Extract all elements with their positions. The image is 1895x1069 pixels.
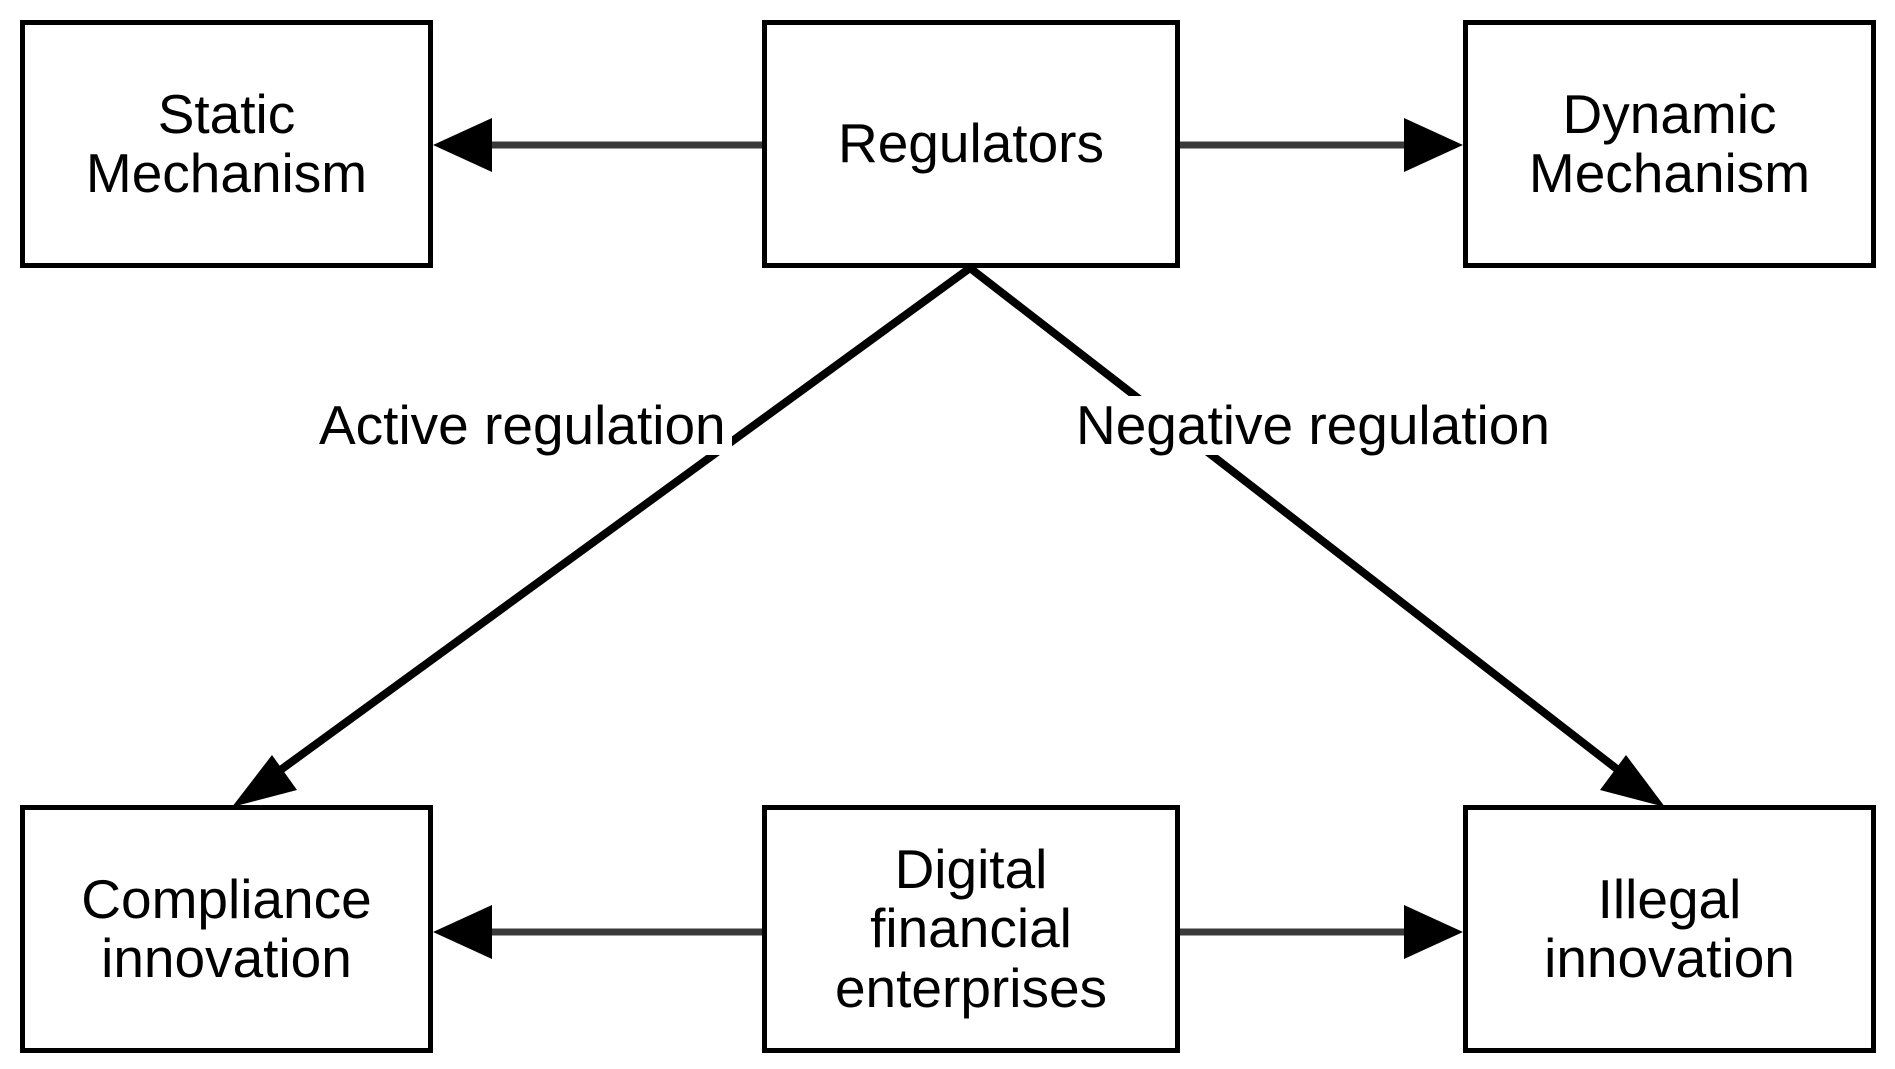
edge-regulators-to-illegal-innovation (967, 264, 1665, 807)
node-illegal-innovation[interactable]: Illegal innovation (1463, 805, 1876, 1053)
node-dynamic-mechanism-label: Dynamic Mechanism (1528, 82, 1811, 204)
node-compliance-innovation-label: Compliance innovation (81, 867, 372, 989)
edge-label-active-regulation: Active regulation (313, 396, 732, 455)
edge-enterprises-to-compliance-innovation (433, 905, 762, 959)
edge-label-negative-regulation: Negative regulation (1070, 396, 1556, 455)
node-static-mechanism[interactable]: Static Mechanism (20, 20, 433, 268)
node-static-mechanism-label: Static Mechanism (85, 82, 368, 204)
node-illegal-innovation-label: Illegal innovation (1544, 867, 1795, 989)
node-dynamic-mechanism[interactable]: Dynamic Mechanism (1463, 20, 1876, 268)
node-regulators-label: Regulators (838, 112, 1104, 175)
node-compliance-innovation[interactable]: Compliance innovation (20, 805, 433, 1053)
edge-regulators-to-dynamic-mechanism (1180, 118, 1463, 172)
node-digital-financial-enterprises-label: Digital financial enterprises (834, 837, 1108, 1019)
edge-regulators-to-static-mechanism (433, 118, 762, 172)
edge-enterprises-to-illegal-innovation (1180, 905, 1463, 959)
node-digital-financial-enterprises[interactable]: Digital financial enterprises (762, 805, 1180, 1053)
edge-regulators-to-compliance-innovation (232, 264, 973, 807)
node-regulators[interactable]: Regulators (762, 20, 1180, 268)
